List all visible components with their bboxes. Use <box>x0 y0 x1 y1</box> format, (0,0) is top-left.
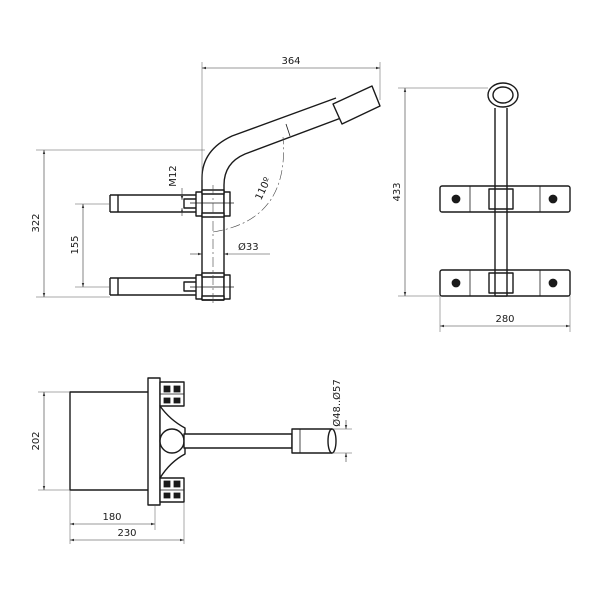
top-view-arm <box>183 433 293 449</box>
side-view-lower-bracket <box>109 272 234 301</box>
dim-m12-label: M12 <box>168 165 179 186</box>
side-view-angle-arc <box>212 136 284 233</box>
dim-202-label: 202 <box>31 431 42 450</box>
dim-angle-label: 110º <box>254 176 274 202</box>
top-view: Ø48..Ø57 202 180 230 <box>31 377 352 544</box>
top-view-plate <box>147 377 161 506</box>
front-view: 433 280 <box>392 82 571 332</box>
side-view-arm-inner <box>223 117 342 300</box>
dim-d33-label: Ø33 <box>238 241 259 253</box>
front-view-lower-plate <box>439 269 571 297</box>
dim-d48-57-label: Ø48..Ø57 <box>331 379 343 427</box>
dim-180-label: 180 <box>102 512 121 523</box>
dim-322-label: 322 <box>31 213 42 232</box>
bolt-icon <box>548 278 558 288</box>
dim-280-label: 280 <box>495 314 514 325</box>
side-view-arm-outer <box>201 97 337 300</box>
dim-433-label: 433 <box>392 182 403 201</box>
front-view-upper-plate <box>439 185 571 213</box>
bolt-icon <box>451 278 461 288</box>
top-view-sleeve <box>291 428 333 454</box>
side-view: 364 322 155 M12 110º Ø33 <box>31 56 381 305</box>
side-view-sleeve <box>332 85 381 125</box>
dim-155-label: 155 <box>70 235 81 254</box>
bolt-icon <box>451 194 461 204</box>
dim-364-label: 364 <box>281 56 300 67</box>
side-view-upper-bracket <box>109 189 234 218</box>
top-view-upper-bolts <box>159 381 185 407</box>
top-view-mast-box <box>69 391 156 491</box>
top-view-lower-bolts <box>159 477 185 503</box>
front-view-sleeve-inner <box>492 86 514 104</box>
dim-230-label: 230 <box>117 528 136 539</box>
side-view-arm-joint <box>285 123 291 137</box>
top-view-tube-end <box>159 428 185 454</box>
bolt-icon <box>548 194 558 204</box>
